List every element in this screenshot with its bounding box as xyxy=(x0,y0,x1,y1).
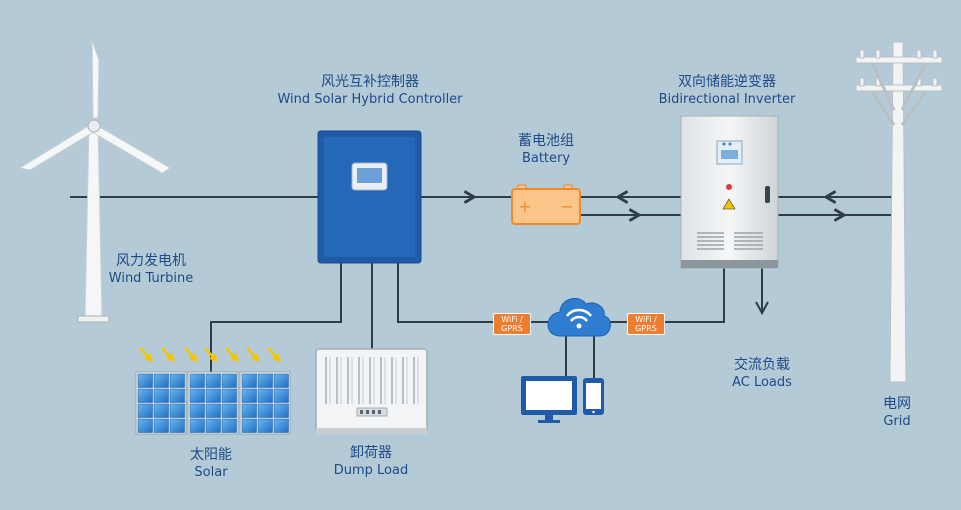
solar-panel xyxy=(187,371,239,435)
dump-load-label-en: Dump Load xyxy=(333,463,409,478)
utility-pole-icon xyxy=(855,41,943,383)
monitor-icon xyxy=(521,376,577,423)
sun-ray-arrow xyxy=(267,347,281,362)
solar-panel xyxy=(239,371,291,435)
dump-load-label-zh: 卸荷器 xyxy=(350,445,392,461)
controller-label-zh: 风光互补控制器 xyxy=(321,74,419,90)
dump-load-icon xyxy=(315,348,428,434)
solar-panel xyxy=(135,371,187,435)
wifi-gprs-badge-left: WiFi / GPRS xyxy=(493,313,531,335)
solar-label-en: Solar xyxy=(194,465,228,480)
dump-load-label: 卸荷器 Dump Load xyxy=(321,445,421,479)
inverter-cabinet-icon xyxy=(680,115,779,269)
sun-ray-arrow xyxy=(139,347,153,362)
battery-icon: + − xyxy=(511,184,581,225)
battery-label: 蓄电池组 Battery xyxy=(496,133,596,167)
battery-minus-symbol: − xyxy=(560,197,573,216)
sun-ray-arrow xyxy=(204,347,218,362)
ac-loads-label-zh: 交流负载 xyxy=(734,357,790,373)
phone-icon xyxy=(583,378,604,415)
wind-turbine-label-en: Wind Turbine xyxy=(108,271,194,286)
controller-label: 风光互补控制器 Wind Solar Hybrid Controller xyxy=(260,74,480,108)
sun-ray-arrow xyxy=(184,347,198,362)
wifi-gprs-badge-right: WiFi / GPRS xyxy=(627,313,665,335)
wifi-gprs-badge-right-line2: GPRS xyxy=(635,324,657,333)
wind-turbine-label-zh: 风力发电机 xyxy=(116,253,186,269)
ac-loads-label-en: AC Loads xyxy=(732,375,792,390)
arrow-acloads xyxy=(755,301,769,316)
controller-label-en: Wind Solar Hybrid Controller xyxy=(277,92,463,107)
wifi-gprs-badge-left-line1: WiFi / xyxy=(501,315,523,324)
controller-cabinet-icon xyxy=(317,130,422,264)
wire-controller-solar xyxy=(210,263,342,372)
grid-label: 电网 Grid xyxy=(862,396,932,430)
inverter-label-zh: 双向储能逆变器 xyxy=(678,74,776,90)
grid-label-zh: 电网 xyxy=(883,396,911,412)
wind-turbine-label: 风力发电机 Wind Turbine xyxy=(98,253,204,287)
solar-panel-icon xyxy=(135,347,291,435)
inverter-label: 双向储能逆变器 Bidirectional Inverter xyxy=(632,74,822,108)
cloud-wifi-icon xyxy=(547,297,611,337)
battery-label-zh: 蓄电池组 xyxy=(518,133,574,149)
inverter-label-en: Bidirectional Inverter xyxy=(658,92,796,107)
grid-label-en: Grid xyxy=(883,414,911,429)
battery-plus-symbol: + xyxy=(518,197,531,216)
solar-label-zh: 太阳能 xyxy=(190,447,232,463)
wifi-gprs-badge-right-line1: WiFi / xyxy=(635,315,657,324)
wifi-gprs-badge-left-line2: GPRS xyxy=(501,324,523,333)
sun-ray-arrow xyxy=(246,347,260,362)
ac-loads-label: 交流负载 AC Loads xyxy=(712,357,812,391)
sun-ray-arrow xyxy=(161,347,175,362)
wiring xyxy=(70,197,893,378)
wind-turbine-icon xyxy=(18,39,171,323)
solar-label: 太阳能 Solar xyxy=(163,447,259,481)
battery-label-en: Battery xyxy=(521,151,571,166)
sun-ray-arrow xyxy=(225,347,239,362)
